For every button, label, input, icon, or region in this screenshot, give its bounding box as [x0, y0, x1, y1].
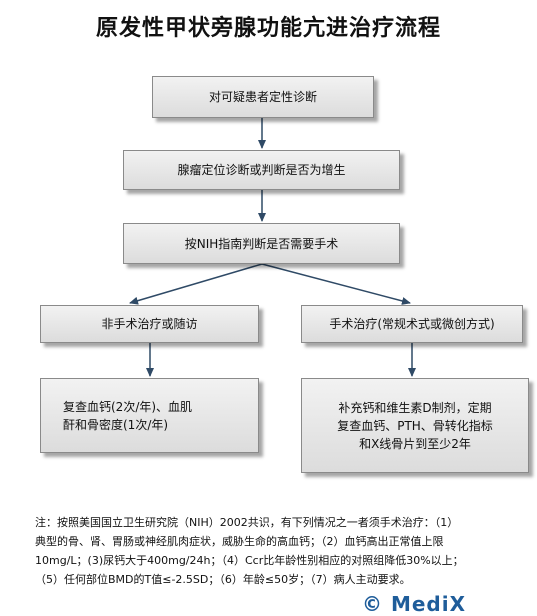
node-surgical-follow-up-label: 补充钙和维生素D制剂，定期 复查血钙、PTH、骨转化指标 和X线骨片到至少2年 [337, 400, 493, 451]
node-non-surgical-treatment-label: 非手术治疗或随访 [101, 317, 198, 331]
node-nih-guideline-decision-label: 按NIH指南判断是否需要手术 [184, 236, 339, 251]
node-nih-guideline-decision: 按NIH指南判断是否需要手术 [123, 223, 400, 264]
node-surgical-treatment: 手术治疗(常规术式或微创方式) [301, 305, 523, 343]
footnote: 注：按照美国国立卫生研究院（NIH）2002共识，有下列情况之一者须手术治疗：（… [35, 513, 531, 589]
node-qualitative-diagnosis: 对可疑患者定性诊断 [152, 76, 374, 118]
node-surgical-follow-up: 补充钙和维生素D制剂，定期 复查血钙、PTH、骨转化指标 和X线骨片到至少2年 [301, 378, 529, 473]
node-localization-diagnosis: 腺瘤定位诊断或判断是否为增生 [123, 150, 400, 190]
arrow-step3-to-surgical [261, 263, 411, 305]
node-surgical-treatment-label: 手术治疗(常规术式或微创方式) [329, 317, 495, 331]
node-localization-diagnosis-label: 腺瘤定位诊断或判断是否为增生 [177, 163, 346, 177]
footnote-line: 10mg/L；(3)尿钙大于400mg/24h；（4）Ccr比年龄性别相应的对照… [35, 554, 464, 567]
footnote-line: 典型的骨、肾、胃肠或神经肌肉症状，威胁生命的高血钙；（2）血钙高出正常值上限 [35, 535, 444, 548]
node-non-surgical-follow-up: 复查血钙(2次/年)、血肌 酐和骨密度(1次/年) [40, 378, 259, 453]
node-qualitative-diagnosis-label: 对可疑患者定性诊断 [208, 90, 317, 104]
diagram-title: 原发性甲状旁腺功能亢进治疗流程 [95, 15, 441, 41]
medix-watermark: © MediX [362, 592, 467, 616]
node-non-surgical-treatment: 非手术治疗或随访 [40, 305, 259, 343]
node-non-surgical-follow-up-label: 复查血钙(2次/年)、血肌 酐和骨密度(1次/年) [63, 399, 193, 432]
footnote-line: 注：按照美国国立卫生研究院（NIH）2002共识，有下列情况之一者须手术治疗：（… [35, 516, 459, 529]
footnote-line: （5）任何部位BMD的T值≤-2.5SD；（6）年龄≤50岁；（7）病人主动要求… [35, 573, 411, 586]
arrow-step3-to-nonsurgical [129, 263, 263, 305]
